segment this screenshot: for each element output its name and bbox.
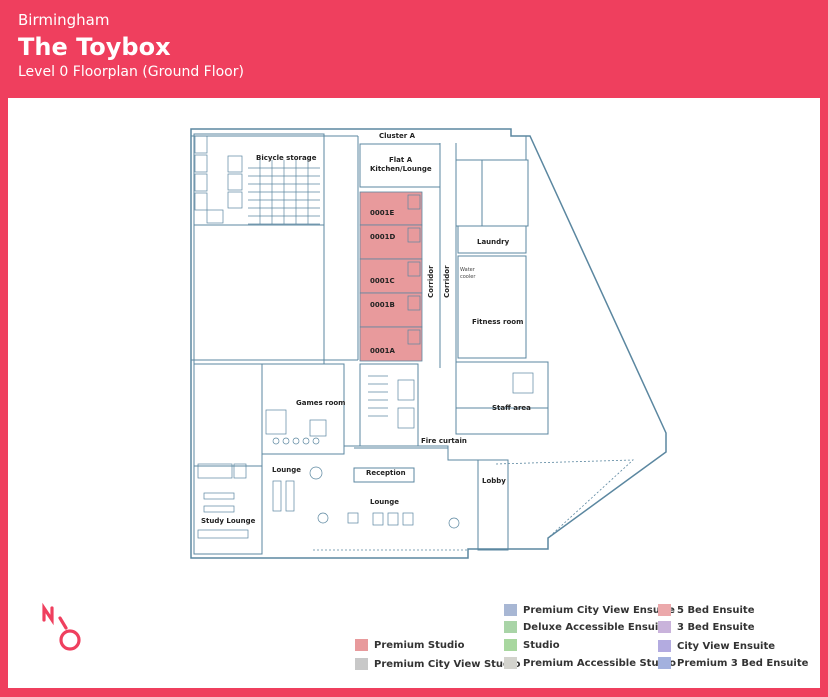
label-corridor-1: Corridor: [427, 265, 435, 298]
swatch-premium-studio: [355, 639, 368, 651]
floorplan-panel: Cluster A Bicycle storage Flat A Kitchen…: [8, 98, 820, 688]
swatch-3-bed-ensuite: [658, 621, 671, 633]
label-cluster-a: Cluster A: [379, 132, 416, 140]
swatch-premium-3-bed-ensuite: [658, 657, 671, 669]
swatch-premium-city-view-studio: [355, 658, 368, 670]
label-room-0001E: 0001E: [370, 209, 394, 217]
label-fitness: Fitness room: [472, 318, 523, 326]
legend-premium-city-view-studio: Premium City View Studio: [355, 658, 521, 670]
label-room-0001C: 0001C: [370, 277, 395, 285]
swatch-studio: [504, 639, 517, 651]
swatch-city-view-ensuite: [658, 640, 671, 652]
header-banner: Birmingham The Toybox Level 0 Floorplan …: [0, 0, 828, 98]
legend-premium-studio: Premium Studio: [355, 639, 464, 651]
swatch-5-bed-ensuite: [658, 604, 671, 616]
legend-studio: Studio: [504, 639, 560, 651]
label-games: Games room: [296, 399, 345, 407]
label-bicycle-storage: Bicycle storage: [256, 154, 317, 162]
label-corridor-2: Corridor: [443, 265, 451, 298]
swatch-deluxe-accessible-ensuite: [504, 621, 517, 633]
city-name: Birmingham: [18, 11, 110, 29]
legend-5-bed-ensuite: 5 Bed Ensuite: [658, 604, 755, 616]
label-fire-curtain: Fire curtain: [421, 437, 467, 445]
floorplan-drawing: Cluster A Bicycle storage Flat A Kitchen…: [42, 128, 667, 651]
legend-city-view-ensuite: City View Ensuite: [658, 640, 775, 652]
label-kitchen-lounge: Kitchen/Lounge: [370, 165, 432, 173]
label-lounge-main: Lounge: [370, 498, 399, 506]
label-room-0001D: 0001D: [370, 233, 395, 241]
legend-premium-city-view-ensuite: Premium City View Ensuite: [504, 604, 675, 616]
label-lobby: Lobby: [482, 477, 506, 485]
room-0001E[interactable]: [359, 191, 423, 226]
label-room-0001B: 0001B: [370, 301, 395, 309]
legend-premium-3-bed-ensuite: Premium 3 Bed Ensuite: [658, 657, 808, 669]
label-study-lounge: Study Lounge: [201, 517, 256, 525]
floor-subtitle: Level 0 Floorplan (Ground Floor): [18, 64, 244, 80]
swatch-premium-accessible-studio: [504, 657, 517, 669]
label-flat-a: Flat A: [389, 156, 413, 164]
legend-premium-accessible-studio: Premium Accessible Studio: [504, 657, 676, 669]
north-compass-icon: [42, 602, 81, 651]
legend-3-bed-ensuite: 3 Bed Ensuite: [658, 621, 755, 633]
label-water-cooler-1: Water: [460, 267, 476, 273]
label-room-0001A: 0001A: [370, 347, 395, 355]
building-title: The Toybox: [18, 33, 171, 61]
label-lounge-small: Lounge: [272, 466, 301, 474]
label-staff: Staff area: [492, 404, 531, 412]
swatch-premium-city-view-ensuite: [504, 604, 517, 616]
legend-deluxe-accessible-ensuite: Deluxe Accessible Ensuite: [504, 621, 670, 633]
label-water-cooler-2: cooler: [460, 274, 476, 280]
label-reception: Reception: [366, 469, 406, 477]
label-laundry: Laundry: [477, 238, 510, 246]
premium-studio-rooms: [359, 191, 423, 362]
